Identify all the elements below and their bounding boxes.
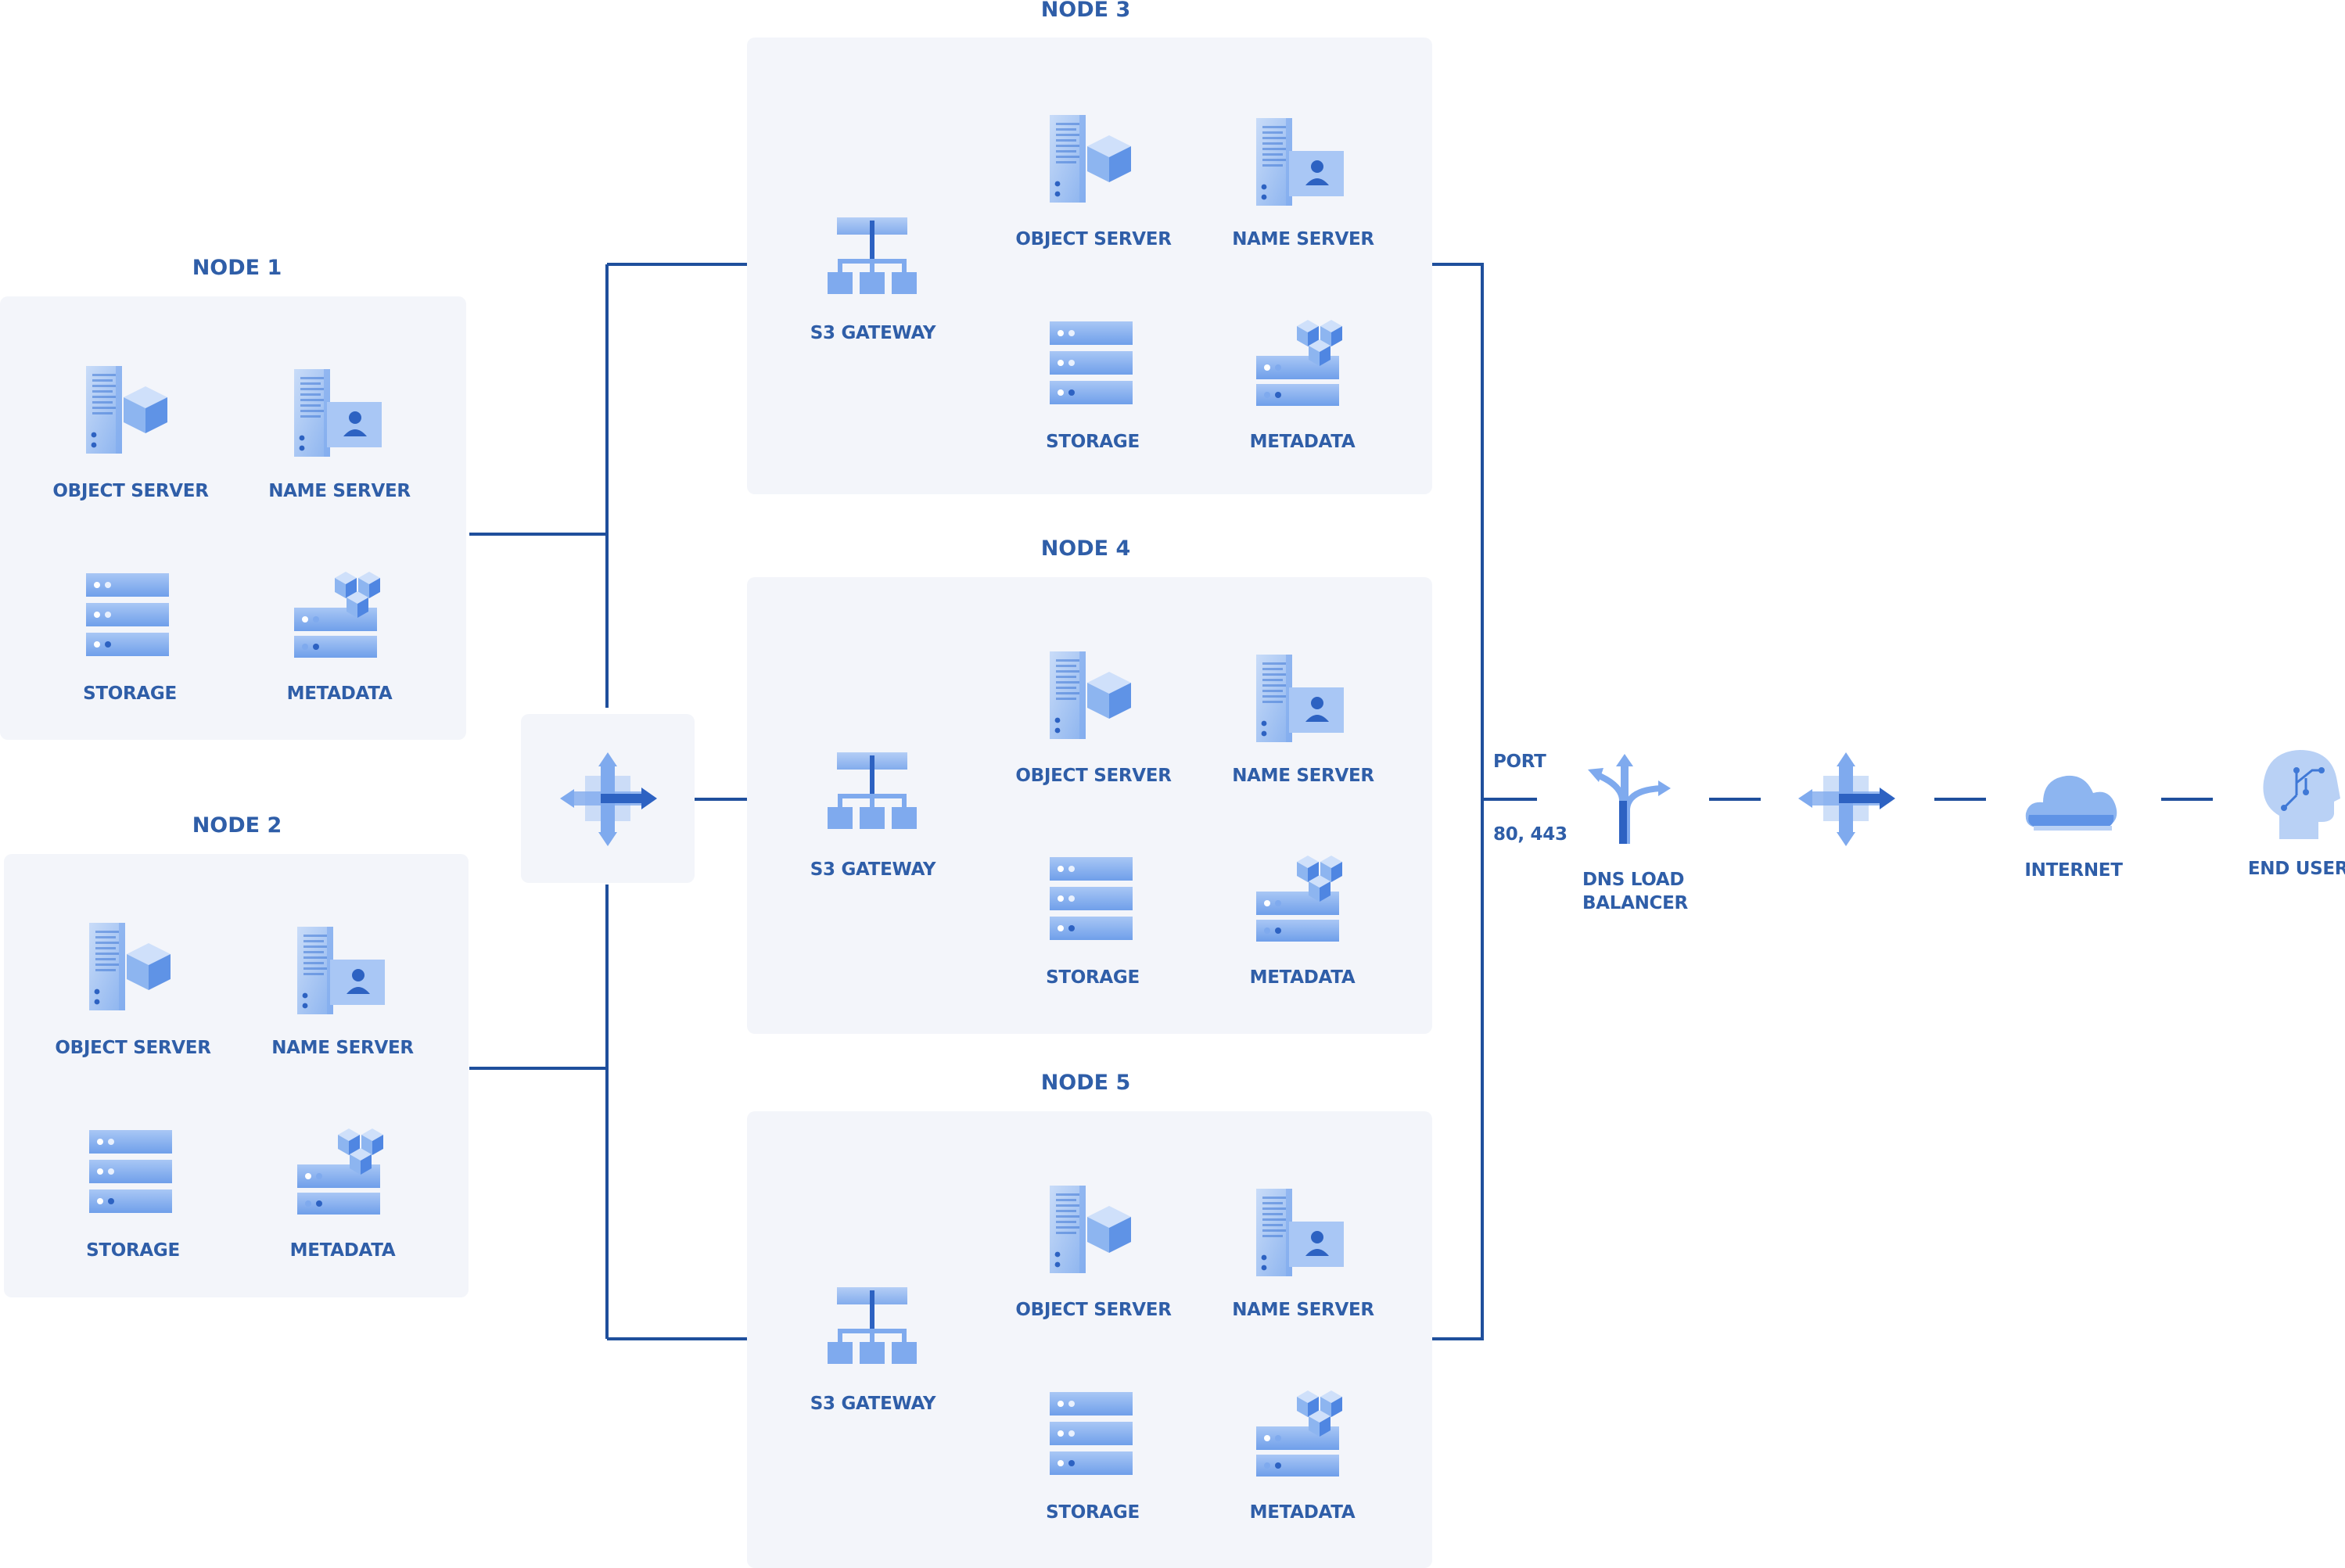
port-label: PORT [1493,752,1546,772]
name-server-icon [1256,1189,1350,1282]
s3-gateway-icon [828,1287,921,1369]
node2-storage-label: STORAGE [86,1240,180,1261]
metadata-icon [297,1127,387,1220]
object-server-icon [1050,1186,1136,1279]
end-user-label: END USER [2247,859,2345,879]
node2-name-server-label: NAME SERVER [271,1038,414,1058]
user-head-icon [2256,747,2342,844]
s3-gateway-icon [828,217,921,299]
uplink-bus [1432,263,1484,1340]
node5-metadata-label: METADATA [1249,1502,1356,1523]
node1-metadata-label: METADATA [286,684,393,704]
object-server-icon [89,923,175,1016]
metadata-icon [1256,854,1346,947]
node3-storage-label: STORAGE [1046,432,1140,452]
cloud-icon [2024,759,2121,840]
node2-metadata-label: METADATA [289,1240,396,1261]
metadata-icon [1256,318,1346,411]
router-icon [1798,752,1895,849]
node2-title: NODE 2 [192,813,282,838]
node5-storage-label: STORAGE [1046,1502,1140,1523]
node4-box [747,577,1432,1034]
s3-gateway-icon [828,752,921,834]
name-server-icon [297,927,391,1020]
node3-box [747,38,1432,494]
storage-icon [1050,857,1136,946]
node3-object-server-label: OBJECT SERVER [1015,229,1172,249]
metadata-icon [294,570,384,663]
node1-box [0,296,466,740]
node2-object-server-label: OBJECT SERVER [55,1038,211,1058]
node5-box [747,1111,1432,1568]
node4-metadata-label: METADATA [1249,967,1356,988]
name-server-icon [1256,118,1350,211]
node5-s3-gateway-label: S3 GATEWAY [810,1394,936,1414]
node1-storage-label: STORAGE [83,684,177,704]
node2-box [4,854,469,1297]
node1-object-server-label: OBJECT SERVER [52,481,209,501]
metadata-icon [1256,1389,1346,1482]
node4-s3-gateway-label: S3 GATEWAY [810,859,936,880]
node4-storage-label: STORAGE [1046,967,1140,988]
port-numbers: 80, 443 [1493,824,1568,845]
object-server-icon [86,366,172,459]
node4-object-server-label: OBJECT SERVER [1015,766,1172,786]
dns-label-line2: BALANCER [1582,893,1688,913]
name-server-icon [294,369,388,462]
node3-name-server-label: NAME SERVER [1232,229,1374,249]
node3-metadata-label: METADATA [1249,432,1356,452]
node4-title: NODE 4 [1040,536,1131,561]
dns-load-balancer-icon [1580,754,1674,847]
storage-icon [1050,321,1136,411]
object-server-icon [1050,115,1136,208]
storage-icon [89,1130,175,1219]
node3-s3-gateway-label: S3 GATEWAY [810,323,936,343]
storage-icon [1050,1392,1136,1481]
dns-label-line1: DNS LOAD [1582,870,1685,890]
storage-icon [86,573,172,662]
node5-title: NODE 5 [1040,1071,1131,1095]
object-server-icon [1050,651,1136,745]
node5-name-server-label: NAME SERVER [1232,1300,1374,1320]
name-server-icon [1256,655,1350,748]
internet-label: INTERNET [2024,860,2123,881]
dns-load-balancer-label: DNS LOAD BALANCER [1582,868,1688,915]
node5-object-server-label: OBJECT SERVER [1015,1300,1172,1320]
node4-name-server-label: NAME SERVER [1232,766,1374,786]
node1-name-server-label: NAME SERVER [268,481,411,501]
network-switch-icon [560,752,657,849]
node3-title: NODE 3 [1040,0,1131,22]
node1-title: NODE 1 [192,256,282,280]
